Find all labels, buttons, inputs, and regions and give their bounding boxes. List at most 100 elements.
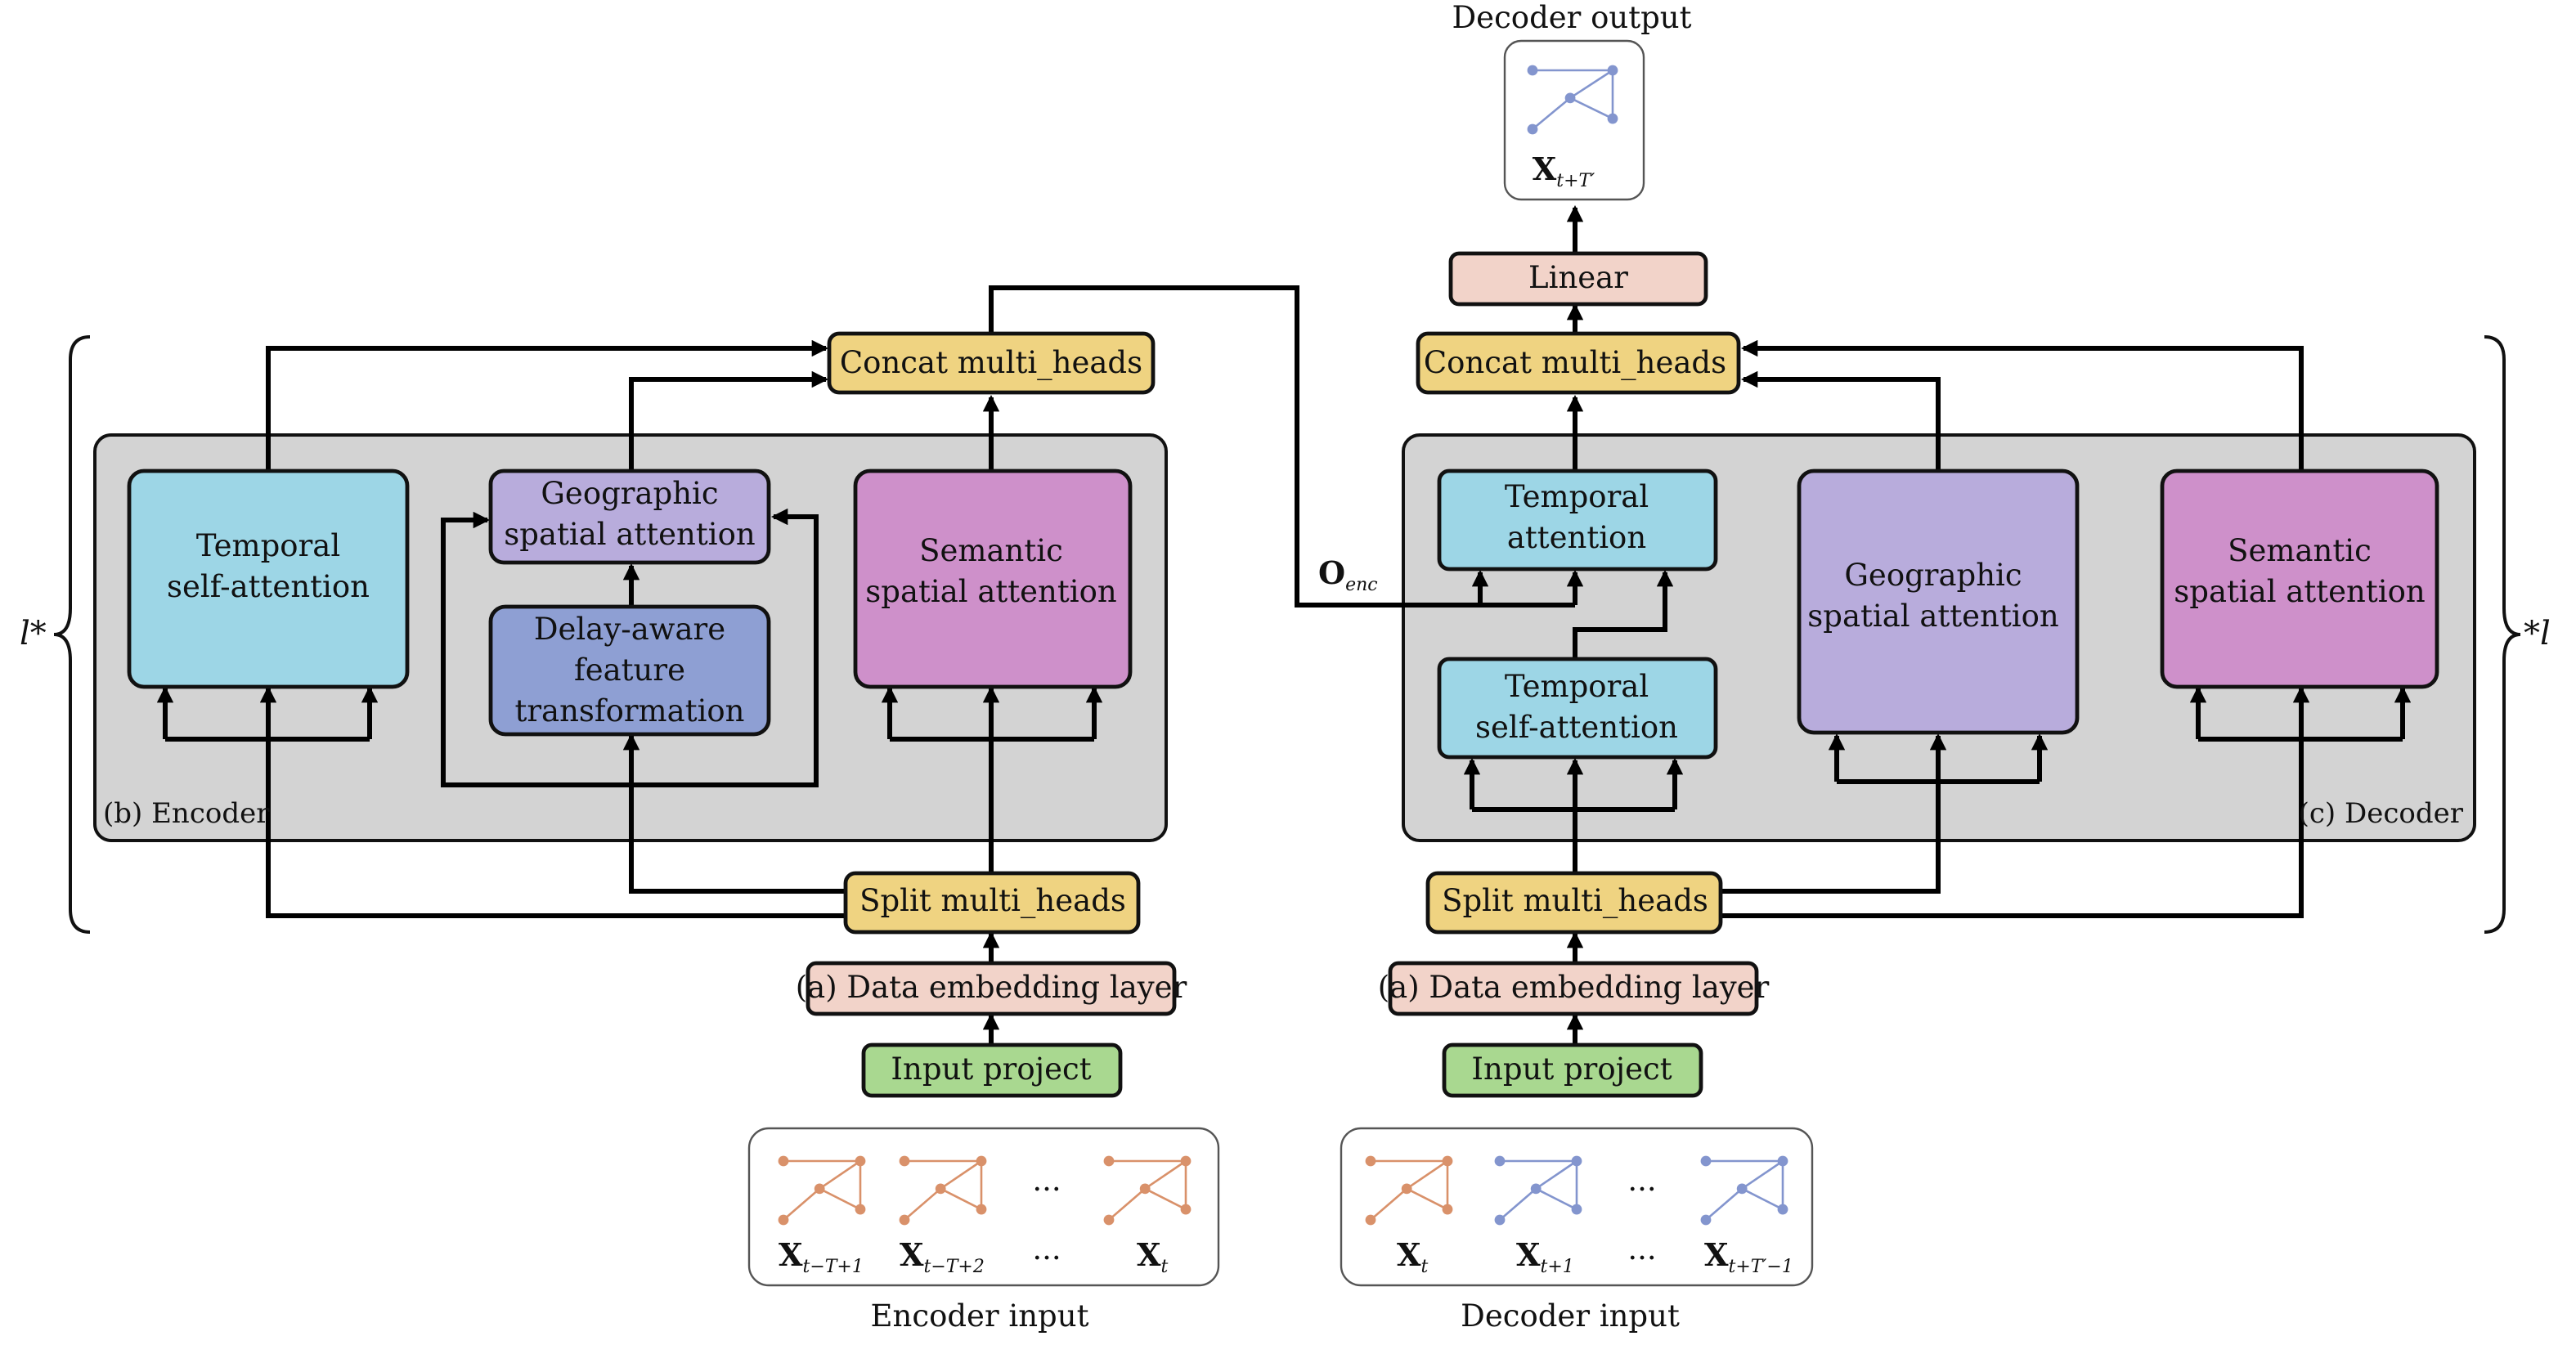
graph-node	[1571, 1204, 1582, 1215]
svg-text:self-attention: self-attention	[1475, 710, 1678, 745]
svg-text:...: ...	[1627, 1231, 1656, 1267]
svg-text:feature: feature	[574, 652, 685, 688]
svg-text:Xt+1: Xt+1	[1516, 1236, 1574, 1277]
graph-edge	[819, 1159, 861, 1190]
encoder-graph-1	[778, 1155, 866, 1226]
graph-node	[1103, 1214, 1115, 1226]
decoder-panel-label: (c) Decoder	[2299, 797, 2464, 830]
svg-text:...: ...	[1627, 1163, 1656, 1198]
svg-text:...: ...	[1032, 1163, 1061, 1198]
decoder-temporal-attention-box: Temporal attention	[1437, 469, 1718, 572]
svg-text:Concat multi_heads: Concat multi_heads	[840, 345, 1142, 381]
graph-node	[935, 1183, 946, 1195]
svg-text:l*: l*	[20, 615, 47, 652]
svg-text:(a) Data embedding layer: (a) Data embedding layer	[1378, 970, 1770, 1005]
encoder-split-box: Split multi_heads	[843, 871, 1141, 935]
svg-text:Input project: Input project	[1471, 1051, 1672, 1087]
graph-node	[1700, 1214, 1712, 1226]
svg-text:Temporal: Temporal	[196, 528, 340, 563]
decoder-graph-1	[1365, 1155, 1453, 1226]
svg-text:Decoder output: Decoder output	[1452, 0, 1692, 35]
encoder-temporal-self-attention-box: Temporal self-attention	[127, 469, 410, 689]
svg-text:Xt−T+2: Xt−T+2	[900, 1236, 985, 1277]
encoder-panel-label: (b) Encoder	[103, 797, 270, 830]
graph-node	[1442, 1155, 1453, 1167]
graph-node	[814, 1183, 825, 1195]
encoder-wires	[156, 339, 1103, 1043]
graph-node	[1527, 65, 1538, 76]
graph-edge	[1569, 69, 1613, 99]
graph-node	[976, 1155, 987, 1167]
graph-node	[1365, 1155, 1376, 1167]
decoder-input-project-box: Input project	[1442, 1042, 1703, 1098]
graph-node	[1736, 1183, 1748, 1195]
graph-node	[1180, 1204, 1192, 1215]
svg-text:spatial attention: spatial attention	[504, 517, 755, 552]
graph-node	[1700, 1155, 1712, 1167]
decoder-semantic-attention-box: Semantic spatial attention	[2160, 469, 2439, 689]
graph-edge	[940, 1187, 982, 1211]
graph-node	[899, 1155, 910, 1167]
graph-edge	[1741, 1159, 1784, 1190]
graph-edge	[904, 1187, 942, 1221]
graph-edge	[940, 1159, 982, 1190]
svg-text:Xt+T′: Xt+T′	[1533, 150, 1595, 191]
graph-node	[976, 1204, 987, 1215]
graph-node	[1139, 1183, 1151, 1195]
svg-text:...: ...	[1032, 1231, 1061, 1267]
graph-node	[1527, 123, 1538, 135]
linear-box: Linear	[1448, 251, 1708, 307]
svg-text:spatial attention: spatial attention	[865, 574, 1116, 609]
svg-text:transformation: transformation	[514, 693, 744, 729]
graph-edge	[1108, 1187, 1147, 1221]
decoder-wires	[1463, 204, 2412, 1043]
graph-node	[1401, 1183, 1412, 1195]
encoder-geographic-attention-box: Geographic spatial attention	[488, 469, 771, 565]
decoder-layer-brace: *l	[2484, 335, 2551, 934]
graph-edge	[1535, 1187, 1577, 1211]
encoder-input-title: Encoder input	[871, 1298, 1089, 1334]
encoder-layer-brace: l*	[20, 335, 91, 934]
o-enc-label: Oenc	[1318, 554, 1378, 595]
svg-text:Xt: Xt	[1397, 1236, 1428, 1277]
svg-text:Split multi_heads: Split multi_heads	[1442, 883, 1708, 919]
svg-text:attention: attention	[1507, 520, 1646, 555]
graph-node	[899, 1214, 910, 1226]
svg-text:spatial attention: spatial attention	[1807, 599, 2058, 634]
graph-icon	[1527, 65, 1618, 135]
graph-edge	[1705, 1187, 1744, 1221]
svg-text:Temporal: Temporal	[1505, 479, 1649, 514]
graph-edge	[1532, 96, 1571, 131]
svg-text:(a) Data embedding layer: (a) Data embedding layer	[796, 970, 1187, 1005]
svg-text:self-attention: self-attention	[167, 569, 370, 604]
graph-node	[1607, 65, 1618, 76]
decoder-temporal-self-attention-box: Temporal self-attention	[1437, 657, 1718, 760]
graph-node	[778, 1155, 789, 1167]
graph-edge	[1569, 96, 1613, 120]
svg-text:Semantic: Semantic	[2228, 533, 2372, 568]
graph-node	[1180, 1155, 1192, 1167]
svg-text:Concat multi_heads: Concat multi_heads	[1424, 345, 1726, 381]
encoder-embedding-box: (a) Data embedding layer	[796, 961, 1187, 1016]
graph-edge	[783, 1187, 821, 1221]
graph-edge	[1499, 1187, 1537, 1221]
graph-edge	[1144, 1159, 1187, 1190]
svg-text:Split multi_heads: Split multi_heads	[859, 883, 1126, 919]
svg-text:Geographic: Geographic	[541, 476, 718, 511]
svg-text:Xt: Xt	[1137, 1236, 1168, 1277]
graph-node	[1530, 1183, 1542, 1195]
graph-node	[1442, 1204, 1453, 1215]
graph-node	[1365, 1214, 1376, 1226]
svg-text:Geographic: Geographic	[1844, 558, 2022, 593]
encoder-concat-box: Concat multi_heads	[827, 331, 1156, 395]
encoder-graph-3	[1103, 1155, 1192, 1226]
graph-node	[1607, 113, 1618, 124]
graph-node	[1777, 1155, 1788, 1167]
graph-edge	[1370, 1187, 1408, 1221]
svg-text:Temporal: Temporal	[1505, 669, 1649, 704]
graph-edge	[1144, 1187, 1187, 1211]
decoder-split-box: Split multi_heads	[1425, 871, 1723, 935]
decoder-graph-2	[1494, 1155, 1582, 1226]
graph-edge	[1406, 1159, 1448, 1190]
